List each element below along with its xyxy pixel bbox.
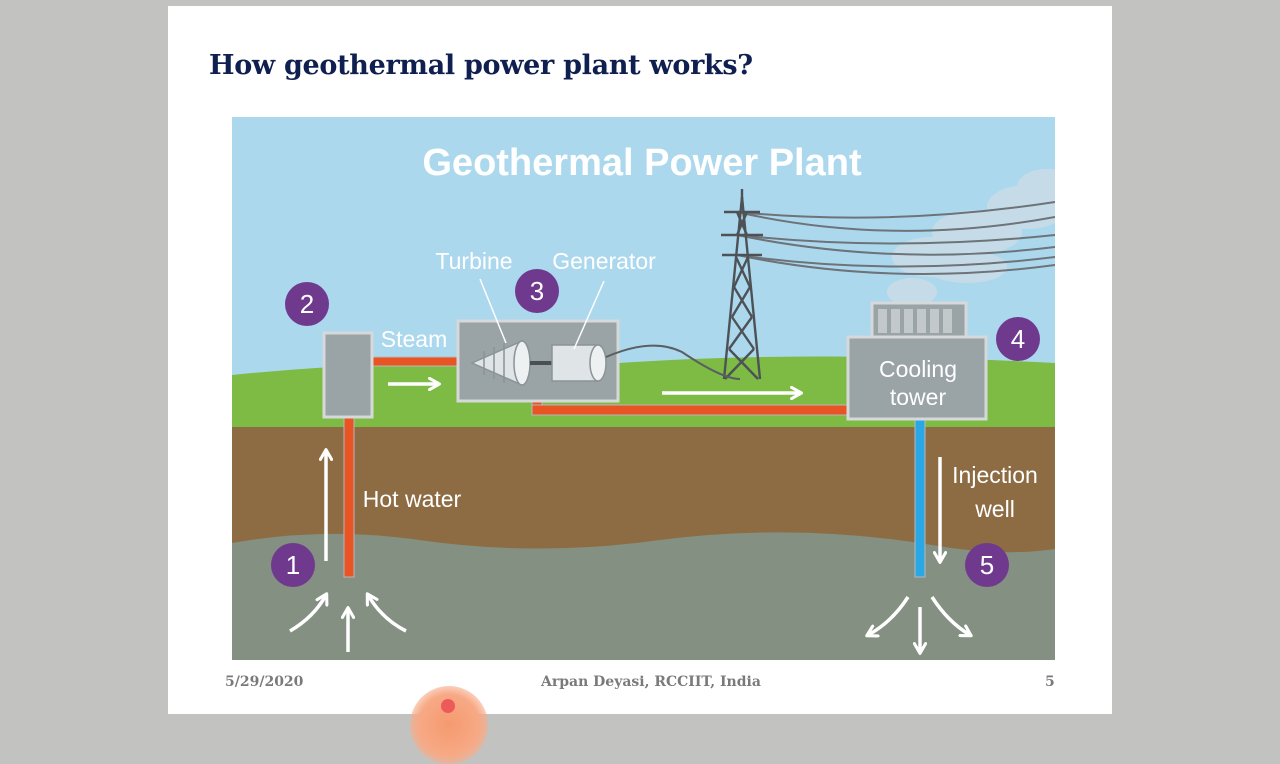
svg-text:5: 5 <box>980 550 994 580</box>
injection-well-label-line1: Injection <box>952 462 1038 488</box>
transmission-tower-icon <box>721 189 763 380</box>
hot-water-label: Hot water <box>363 486 462 512</box>
laser-pointer-icon <box>410 686 488 764</box>
slide-title: How geothermal power plant works? <box>209 50 753 81</box>
footer-author: Arpan Deyasi, RCCIIT, India <box>541 674 761 690</box>
svg-text:4: 4 <box>1011 324 1025 354</box>
svg-text:2: 2 <box>300 289 314 319</box>
flow-arrows <box>289 384 970 652</box>
geothermal-diagram: Geothermal Power Plant Turbine Generator… <box>232 117 1055 660</box>
step-badge-3: 3 <box>515 269 559 313</box>
label-pointers <box>479 278 605 350</box>
injection-well-label-line2: well <box>974 496 1015 522</box>
footer-date: 5/29/2020 <box>225 674 304 690</box>
slide: How geothermal power plant works? <box>168 6 1112 714</box>
footer-page-number: 5 <box>1045 674 1055 690</box>
step-badge-1: 1 <box>271 543 315 587</box>
injection-pipe <box>914 414 926 578</box>
step-badge-2: 2 <box>285 282 329 326</box>
steam-label: Steam <box>381 326 447 352</box>
cooling-tower-label-line2: tower <box>890 384 947 410</box>
step-badge-5: 5 <box>965 543 1009 587</box>
cooling-tower-label-line1: Cooling <box>879 356 957 382</box>
flash-tank <box>322 331 374 419</box>
generator-icon <box>551 344 607 382</box>
diagram-heading: Geothermal Power Plant <box>422 142 862 184</box>
svg-text:1: 1 <box>286 550 300 580</box>
generator-cable <box>605 344 741 380</box>
turbine-icon <box>470 339 531 387</box>
power-lines <box>736 201 1055 275</box>
cooling-tower <box>846 301 988 421</box>
generator-label: Generator <box>552 248 656 274</box>
step-badge-4: 4 <box>996 317 1040 361</box>
svg-text:3: 3 <box>530 276 544 306</box>
rock-layer <box>232 532 1055 660</box>
turbine-label: Turbine <box>435 248 512 274</box>
